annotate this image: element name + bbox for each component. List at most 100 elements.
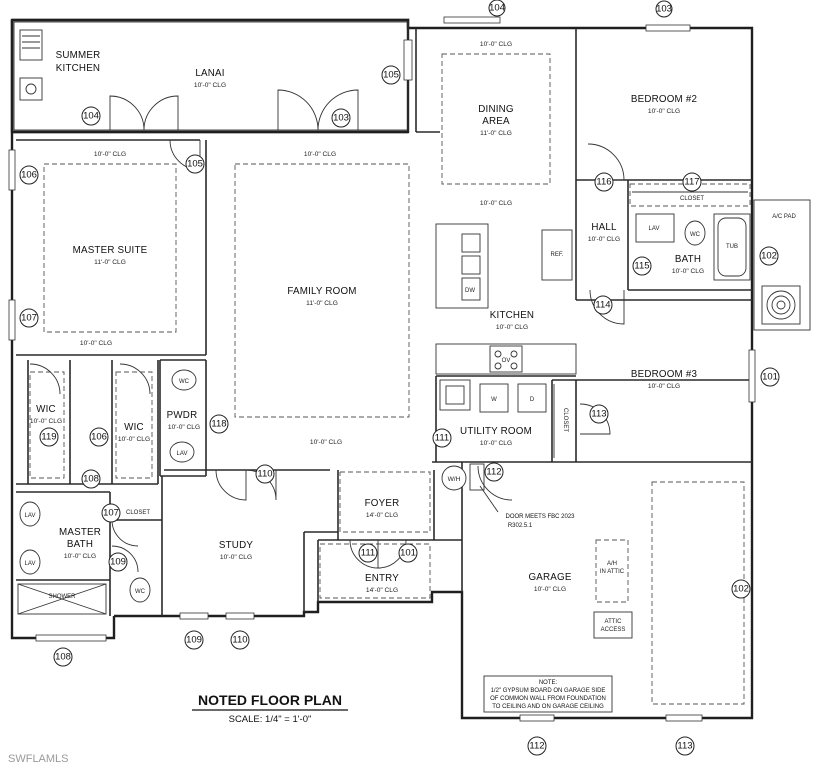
wc-label-bath: WC bbox=[690, 232, 701, 238]
doors bbox=[29, 89, 625, 573]
room-labels: SUMMER KITCHEN LANAI 10'-0" CLG 10'-0" C… bbox=[30, 41, 797, 633]
garage-note-title: NOTE: bbox=[539, 680, 558, 686]
closet-util-label: CLOSET bbox=[562, 408, 568, 432]
tag: 105 bbox=[381, 65, 401, 85]
shower-label: SHOWER bbox=[49, 594, 77, 600]
study-ceiling: 10'-0" CLG bbox=[220, 554, 252, 561]
lav-label-mbath-2: LAV bbox=[25, 561, 36, 567]
svg-text:106: 106 bbox=[21, 170, 37, 181]
dw-label: DW bbox=[465, 288, 475, 294]
svg-text:104: 104 bbox=[489, 3, 505, 14]
summer-kitchen-label-2: KITCHEN bbox=[56, 63, 100, 74]
svg-text:119: 119 bbox=[41, 432, 56, 443]
foyer-ceiling: 14'-0" CLG bbox=[366, 512, 398, 519]
washer-label: W bbox=[491, 397, 497, 403]
plan-title-block: NOTED FLOOR PLAN SCALE: 1/4" = 1'-0" SWF… bbox=[8, 692, 348, 765]
family-room-ceiling: 11'-0" CLG bbox=[306, 300, 338, 307]
plan-scale: SCALE: 1/4" = 1'-0" bbox=[229, 714, 312, 725]
hall-ceiling: 10'-0" CLG bbox=[588, 236, 620, 243]
tag: 110 bbox=[255, 464, 275, 484]
svg-text:109: 109 bbox=[186, 635, 202, 646]
master-bath-ceiling: 10'-0" CLG bbox=[64, 553, 96, 560]
master-suite-ceiling: 11'-0" CLG bbox=[94, 259, 126, 266]
tag: 116 bbox=[594, 172, 614, 192]
bedroom2-label: BEDROOM #2 bbox=[631, 94, 697, 105]
tag: 113 bbox=[675, 736, 695, 756]
tag: 109 bbox=[184, 630, 204, 650]
tag: 106 bbox=[19, 165, 39, 185]
master-suite-label: MASTER SUITE bbox=[73, 245, 148, 256]
tag: 104 bbox=[488, 0, 506, 17]
tag: 107 bbox=[101, 503, 121, 523]
dining-ceiling-top: 10'-0" CLG bbox=[480, 41, 512, 48]
tag: 114 bbox=[593, 295, 613, 315]
lav-label-pwdr: LAV bbox=[177, 451, 188, 457]
tag: 103 bbox=[655, 0, 673, 18]
pwdr-label: PWDR bbox=[167, 410, 198, 421]
svg-text:102: 102 bbox=[733, 584, 749, 595]
study-label: STUDY bbox=[219, 540, 253, 551]
interior-walls bbox=[16, 28, 752, 616]
tag: 104 bbox=[81, 106, 101, 126]
hall-label: HALL bbox=[591, 222, 617, 233]
kitchen-ceiling: 10'-0" CLG bbox=[496, 324, 528, 331]
entry-label: ENTRY bbox=[365, 573, 399, 584]
ah-label-2: IN ATTIC bbox=[600, 569, 625, 575]
ref-label: REF. bbox=[550, 252, 563, 258]
garage-note-line-1: 1/2" GYPSUM BOARD ON GARAGE SIDE bbox=[491, 688, 606, 694]
tag: 107 bbox=[19, 308, 39, 328]
tag: 112 bbox=[484, 462, 504, 482]
tag: 115 bbox=[632, 256, 652, 276]
tag: 102 bbox=[759, 246, 779, 266]
windows bbox=[8, 16, 756, 722]
tag: 111 bbox=[432, 428, 452, 448]
tag: 113 bbox=[589, 404, 609, 424]
watermark: SWFLAMLS bbox=[8, 753, 69, 765]
fixtures bbox=[17, 29, 811, 713]
svg-text:101: 101 bbox=[400, 548, 416, 559]
entry-ceiling: 14'-0" CLG bbox=[366, 587, 398, 594]
svg-text:109: 109 bbox=[110, 557, 126, 568]
tag: 111 bbox=[358, 543, 378, 563]
svg-text:105: 105 bbox=[187, 159, 203, 170]
svg-text:107: 107 bbox=[103, 508, 119, 519]
dining-ceiling: 11'-0" CLG bbox=[480, 130, 512, 137]
svg-text:103: 103 bbox=[656, 4, 672, 15]
svg-text:102: 102 bbox=[761, 251, 777, 262]
kitchen-label: KITCHEN bbox=[490, 310, 534, 321]
lav-label-bath: LAV bbox=[649, 226, 660, 232]
tag: 103 bbox=[331, 108, 351, 128]
svg-text:108: 108 bbox=[55, 652, 71, 663]
garage-note-line-3: TO CEILING AND ON GARAGE CEILING bbox=[492, 704, 604, 710]
fixture-labels: REF. WC LAV LAV WC TUB OV DW W D LAV LAV… bbox=[25, 226, 738, 595]
tag: 117 bbox=[682, 172, 702, 192]
master-bath-label-1: MASTER bbox=[59, 527, 101, 538]
family-ceiling-top: 10'-0" CLG bbox=[304, 151, 336, 158]
svg-text:103: 103 bbox=[333, 113, 349, 124]
tag: 112 bbox=[527, 736, 547, 756]
tag: 101 bbox=[398, 543, 418, 563]
utility-ceiling: 10'-0" CLG bbox=[480, 440, 512, 447]
svg-text:113: 113 bbox=[677, 741, 692, 752]
tag: 102 bbox=[731, 579, 751, 599]
wc-label-mbath: WC bbox=[135, 589, 146, 595]
svg-text:107: 107 bbox=[21, 313, 37, 324]
garage-ceiling: 10'-0" CLG bbox=[534, 586, 566, 593]
notes: DOOR MEETS FBC 2023 R302.5.1 NOTE: 1/2" … bbox=[479, 485, 606, 710]
family-room-label: FAMILY ROOM bbox=[287, 286, 356, 297]
foyer-label: FOYER bbox=[365, 498, 400, 509]
svg-text:110: 110 bbox=[232, 635, 247, 646]
garage-label: GARAGE bbox=[528, 572, 571, 583]
bedroom2-ceiling: 10'-0" CLG bbox=[648, 108, 680, 115]
svg-text:112: 112 bbox=[486, 467, 501, 478]
ah-label-1: A/H bbox=[607, 561, 617, 567]
door-note-line-1: DOOR MEETS FBC 2023 bbox=[505, 514, 575, 520]
svg-text:106: 106 bbox=[91, 432, 107, 443]
svg-text:116: 116 bbox=[596, 177, 611, 188]
tag: 109 bbox=[108, 552, 128, 572]
summer-kitchen-label-1: SUMMER bbox=[56, 50, 101, 61]
plan-title: NOTED FLOOR PLAN bbox=[198, 692, 342, 708]
tag: 105 bbox=[185, 154, 205, 174]
lav-label-mbath-1: LAV bbox=[25, 513, 36, 519]
svg-text:101: 101 bbox=[762, 372, 778, 383]
